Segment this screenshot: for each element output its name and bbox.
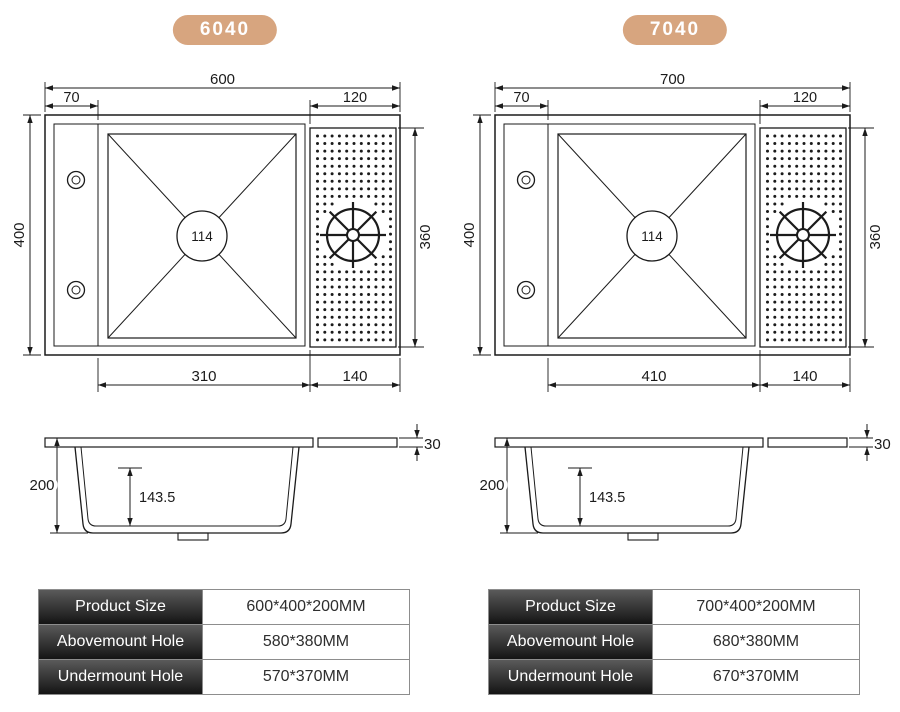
model-badge: 7040: [622, 15, 728, 45]
spec-value: 670*370MM: [653, 660, 859, 694]
model-column-7040: 7040 114 700 70 120 400 360 410 140 200 143.5 30 P…: [450, 0, 900, 712]
spec-label: Abovemount Hole: [489, 625, 653, 659]
dim-overall-depth: 400: [11, 222, 28, 247]
dim-rim-height: 30: [874, 436, 891, 453]
side-view: 200 143.5 30: [26, 424, 441, 541]
dim-drain-length: 360: [867, 224, 884, 249]
model-column-6040: 6040 114 600 70 120 400 360 310 140 200 143.5 30 P…: [11, 15, 441, 695]
table-row: Abovemount Hole 580*380MM: [39, 624, 409, 659]
spec-value: 580*380MM: [203, 625, 409, 659]
bowl-inner-wall: [80, 446, 294, 527]
spec-table: Product Size 700*400*200MM Abovemount Ho…: [488, 589, 860, 695]
dim-left-offset: 70: [513, 90, 529, 106]
spec-value: 570*370MM: [203, 660, 409, 694]
dim-overall-width: 600: [210, 71, 235, 88]
side-view: 200 143.5 30: [476, 424, 891, 541]
drain-hole-diameter-label: 114: [191, 229, 213, 244]
spec-label: Undermount Hole: [489, 660, 653, 694]
table-row: Undermount Hole 670*370MM: [489, 659, 859, 694]
dim-left-offset: 70: [63, 90, 79, 106]
table-row: Undermount Hole 570*370MM: [39, 659, 409, 694]
dim-total-height: 200: [479, 477, 504, 494]
sink-diagram: 114 600 70 120 400 360 310 140 200 143.5 30: [11, 71, 441, 541]
spec-label: Product Size: [39, 590, 203, 624]
dim-bowl-depth: 143.5: [139, 490, 175, 506]
table-row: Product Size 700*400*200MM: [489, 590, 859, 624]
top-view: 114 600 70 120 400 360 310 140: [11, 71, 434, 392]
bowl-inner-wall: [530, 446, 744, 527]
drain-hole-diameter-label: 114: [641, 229, 663, 244]
dim-bowl-width: 410: [641, 368, 666, 385]
spec-value: 700*400*200MM: [653, 590, 859, 624]
top-view: 114 700 70 120 400 360 410 140: [461, 71, 884, 392]
spec-table: Product Size 600*400*200MM Abovemount Ho…: [38, 589, 410, 695]
model-badge: 6040: [172, 15, 278, 45]
bowl-outer-wall: [74, 446, 300, 534]
dim-overall-width: 700: [660, 71, 685, 88]
dim-rim-height: 30: [424, 436, 441, 453]
dim-bowl-depth: 143.5: [589, 490, 625, 506]
spec-value: 600*400*200MM: [203, 590, 409, 624]
dim-drain-width-bottom: 140: [342, 368, 367, 385]
dim-bowl-width: 310: [191, 368, 216, 385]
drain-wheel-icon: [320, 202, 386, 268]
table-row: Abovemount Hole 680*380MM: [489, 624, 859, 659]
dim-drain-width: 120: [343, 90, 367, 106]
dim-overall-depth: 400: [461, 222, 478, 247]
spec-label: Abovemount Hole: [39, 625, 203, 659]
table-row: Product Size 600*400*200MM: [39, 590, 409, 624]
dim-drain-width-bottom: 140: [792, 368, 817, 385]
spec-label: Undermount Hole: [39, 660, 203, 694]
bowl-outer-wall: [524, 446, 750, 534]
spec-label: Product Size: [489, 590, 653, 624]
dim-drain-length: 360: [417, 224, 434, 249]
dim-total-height: 200: [29, 477, 54, 494]
drain-wheel-icon: [770, 202, 836, 268]
sink-diagram: 114 700 70 120 400 360 410 140 200 143.5 30: [461, 71, 891, 541]
dim-drain-width: 120: [793, 90, 817, 106]
spec-value: 680*380MM: [653, 625, 859, 659]
